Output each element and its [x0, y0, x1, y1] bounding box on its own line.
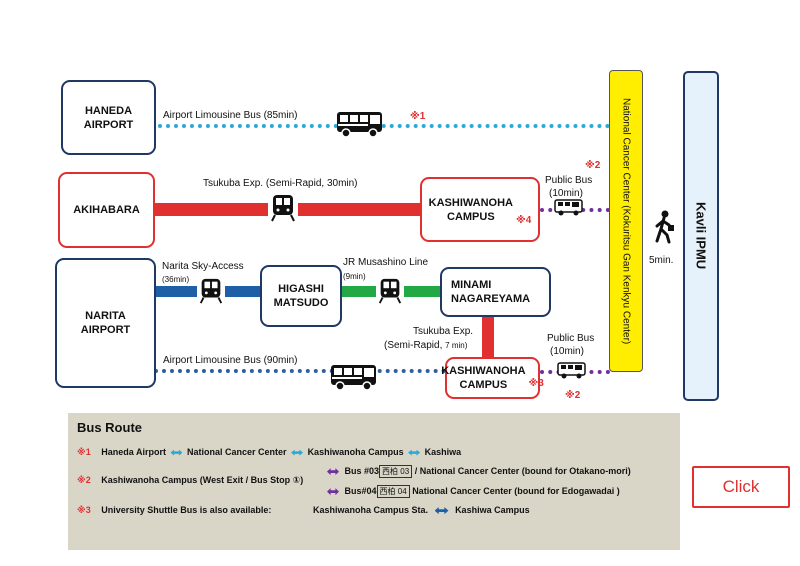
tsukuba-express-semi-rapid: (Semi-Rapid, [384, 340, 443, 351]
narita-bus-label: Airport Limousine Bus (90min) [163, 355, 298, 366]
note-mark-2a: ※2 [585, 160, 601, 171]
station-minami-nagareyama: MINAMI NAGAREYAMA [440, 267, 551, 317]
legend-bus-03-dest: / National Cancer Center (bound for Otak… [414, 466, 631, 476]
bus-icon [337, 112, 382, 138]
bus-sign-04: 西柏 04 [376, 485, 410, 498]
public-bus-time-2: (10min) [550, 346, 584, 357]
station-kashiwanoha-campus-2: KASHIWANOHA CAMPUS ※3 [441, 357, 544, 399]
musashino-line-label: JR Musashino Line [343, 257, 429, 268]
bus-icon [554, 199, 583, 216]
legend-row-1: ※1 Haneda Airport National Cancer Center… [77, 447, 461, 458]
tsukuba-express-line-2 [482, 315, 494, 357]
bus-icon [557, 362, 586, 379]
train-icon [376, 277, 404, 305]
walk-time-label: 5min. [649, 255, 674, 266]
legend-bus-stop: Kashiwanoha Campus (West Exit / Bus Stop… [101, 475, 304, 485]
double-arrow-icon [327, 488, 339, 496]
station-kashiwanoha-1-label: KASHIWANOHA CAMPUS [428, 196, 514, 223]
station-kashiwanoha-campus-1: KASHIWANOHA CAMPUS ※4 [420, 177, 540, 242]
station-kashiwanoha-2-label: KASHIWANOHA CAMPUS [441, 365, 526, 391]
double-arrow-icon [327, 468, 339, 476]
legend-haneda: Haneda Airport [101, 447, 166, 457]
public-bus-label-2: Public Bus [547, 333, 595, 344]
legend-row-3: ※3 University Shuttle Bus is also availa… [77, 505, 271, 516]
legend-ncc: National Cancer Center [187, 447, 287, 457]
train-icon [268, 193, 298, 223]
national-cancer-center-bar: National Cancer Center (Kokuritsu Gan Ke… [609, 70, 643, 372]
note-mark-3: ※3 [528, 378, 544, 389]
double-arrow-icon [434, 507, 449, 515]
narita-sky-access-time: (36min) [162, 275, 190, 284]
legend-kashiwanoha: Kashiwanoha Campus [307, 447, 404, 457]
tsukuba-express-time-2: 7 min) [445, 341, 468, 350]
legend-mark-2: ※2 [77, 475, 91, 485]
legend-shuttle-from: Kashiwanoha Campus Sta. [313, 505, 429, 515]
legend-bus-03-label: Bus #03 [344, 466, 380, 476]
bus-sign-03: 西柏 03 [379, 465, 413, 478]
narita-sky-access-label: Narita Sky-Access [162, 261, 244, 272]
legend-shuttle-route: Kashiwanoha Campus Sta. Kashiwa Campus [313, 505, 530, 515]
bus-route-legend: Bus Route ※1 Haneda Airport National Can… [68, 413, 680, 550]
tsukuba-express-label-2b: (Semi-Rapid, 7 min) [384, 340, 467, 352]
public-bus-label-1: Public Bus [545, 175, 593, 186]
note-mark-1: ※1 [410, 111, 426, 122]
public-bus-time-1: (10min) [549, 188, 583, 199]
national-cancer-center-label: National Cancer Center (Kokuritsu Gan Ke… [620, 97, 632, 345]
train-icon [197, 277, 225, 305]
kavli-ipmu-bar: Kavli IPMU [683, 71, 719, 401]
station-minami-nagareyama-label: MINAMI NAGAREYAMA [451, 279, 531, 305]
kavli-ipmu-label: Kavli IPMU [693, 202, 709, 270]
legend-mark-1: ※1 [77, 447, 91, 457]
double-arrow-icon [170, 449, 183, 456]
legend-kashiwa: Kashiwa [424, 447, 462, 457]
legend-bus-04-dest: National Cancer Center (bound for Edogaw… [412, 486, 620, 496]
legend-shuttle: University Shuttle Bus is also available… [101, 505, 272, 515]
station-narita-airport: NARITA AIRPORT [55, 258, 156, 388]
legend-title: Bus Route [77, 420, 142, 435]
tsukuba-express-label-1: Tsukuba Exp. (Semi-Rapid, 30min) [203, 178, 358, 189]
tsukuba-express-label-2: Tsukuba Exp. [413, 326, 474, 337]
legend-mark-3: ※3 [77, 505, 91, 515]
legend-bus-04-label: Bus#04 [344, 486, 377, 496]
station-akihabara: AKIHABARA [58, 172, 155, 248]
bus-icon [331, 365, 376, 391]
station-haneda-airport: HANEDA AIRPORT [61, 80, 156, 155]
haneda-bus-label: Airport Limousine Bus (85min) [163, 110, 298, 121]
note-mark-4: ※4 [516, 215, 532, 226]
station-higashi-matsudo: HIGASHI MATSUDO [260, 265, 342, 327]
note-mark-2b: ※2 [565, 390, 581, 401]
narita-bus-route [154, 369, 446, 373]
musashino-line-time: (9min) [343, 272, 366, 281]
click-button[interactable]: Click [692, 466, 790, 508]
double-arrow-icon [291, 449, 304, 456]
walking-person-icon [655, 210, 674, 244]
legend-row-2: ※2 Kashiwanoha Campus (West Exit / Bus S… [77, 475, 303, 486]
haneda-bus-route [158, 124, 610, 128]
double-arrow-icon [408, 449, 421, 456]
legend-shuttle-to: Kashiwa Campus [455, 505, 530, 515]
